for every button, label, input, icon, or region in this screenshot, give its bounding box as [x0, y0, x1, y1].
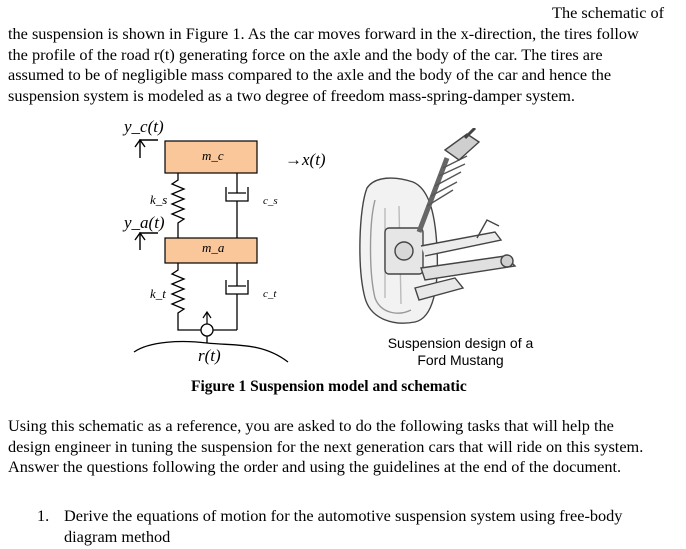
body-line: design engineer in tuning the suspension… [8, 436, 644, 456]
spring-kt [170, 263, 237, 331]
damper-ct [225, 263, 249, 330]
intro-line: the suspension is shown in Figure 1. As … [8, 24, 639, 43]
road-profile [133, 340, 289, 363]
axle-mass [164, 237, 258, 264]
suspension-photo [359, 128, 517, 324]
task-number: 1. [37, 506, 50, 525]
intro-paragraph: the suspension is shown in Figure 1. As … [8, 24, 680, 106]
suspension-schematic [133, 138, 289, 363]
cs-label: c_s [263, 195, 278, 207]
header-fragment: The schematic of [552, 3, 665, 22]
spring-ks [170, 173, 186, 238]
yc-label: y_c(t) [124, 117, 164, 136]
photo-caption-line: Ford Mustang [417, 352, 504, 368]
xt-label: →x(t) [285, 150, 326, 169]
body-line: Using this schematic as a reference, you… [8, 416, 614, 435]
task-line: Derive the equations of motion for the a… [64, 506, 623, 525]
intro-line: the profile of the road r(t) generating … [8, 44, 603, 64]
task-text: Derive the equations of motion for the a… [64, 506, 622, 547]
road-contact-node [200, 323, 214, 337]
mc-label: m_c [202, 148, 224, 163]
ks-label: k_s [150, 192, 168, 207]
photo-caption-line: Suspension design of a [387, 335, 534, 351]
body-line: Answer the questions following the order… [8, 457, 622, 476]
photo-caption: Suspension design of a Ford Mustang [378, 335, 543, 369]
rt-label: r(t) [198, 346, 221, 365]
intro-line: suspension system is modeled as a two de… [8, 85, 576, 105]
ya-arrow [139, 232, 158, 250]
body-paragraph: Using this schematic as a reference, you… [8, 416, 680, 478]
damper-cs [225, 173, 249, 238]
ma-label: m_a [202, 240, 225, 255]
car-body-mass [164, 140, 258, 174]
figure-caption: Figure 1 Suspension model and schematic [191, 378, 467, 395]
kt-label: k_t [150, 286, 166, 301]
ya-label: y_a(t) [124, 213, 165, 232]
ct-label: c_t [263, 288, 277, 300]
task-line: diagram method [64, 526, 171, 546]
intro-line: assumed to be of negligible mass compare… [8, 65, 612, 84]
